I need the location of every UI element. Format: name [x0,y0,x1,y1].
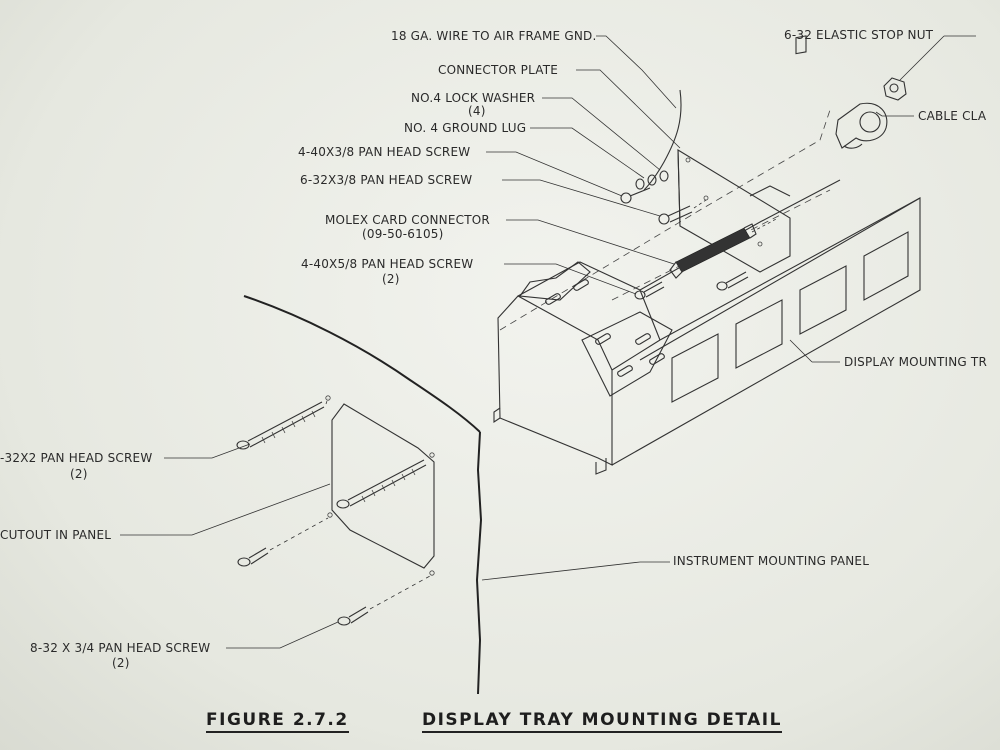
label-screw-440-58-qty: (2) [382,272,400,286]
figure-title: DISPLAY TRAY MOUNTING DETAIL [422,710,782,733]
label-molex-part: (09-50-6105) [362,227,444,241]
label-screw-440-38: 4-40X3/8 PAN HEAD SCREW [298,145,471,159]
long-screw-upper [236,397,329,450]
label-screw-832-34: 8-32 X 3/4 PAN HEAD SCREW [30,641,211,655]
ground-wire [643,89,682,191]
molex-connector [669,217,779,279]
short-screw-lower [337,575,431,626]
label-lock-washer: NO.4 LOCK WASHER [411,91,536,105]
figure-number: FIGURE 2.7.2 [206,710,349,733]
panel-cutout [331,403,435,569]
label-screw-832-2-qty: (2) [70,467,88,481]
display-tray [493,109,921,475]
label-ground-lug: NO. 4 GROUND LUG [404,121,527,135]
label-display-tray: DISPLAY MOUNTING TR [844,355,988,369]
label-screw-440-58: 4-40X5/8 PAN HEAD SCREW [301,257,474,271]
hardware-upper [620,170,707,225]
leader-lines [120,35,976,649]
panel-top-edge [243,295,481,433]
label-stop-nut: 6-32 ELASTIC STOP NUT [784,28,934,42]
panel-vertical-edge [475,431,483,695]
label-wire-gnd: 18 GA. WIRE TO AIR FRAME GND. [391,29,597,43]
cutout-hole [325,395,331,401]
label-screw-632-38: 6-32X3/8 PAN HEAD SCREW [300,173,473,187]
cutout-hole [429,452,435,458]
long-screw-lower [336,459,427,509]
cutout-hole [327,512,333,518]
label-screw-832-2: -32X2 PAN HEAD SCREW [0,451,153,465]
connector-plate [677,35,807,273]
label-cutout: CUTOUT IN PANEL [0,528,112,542]
cable-clamp [835,102,888,149]
screw-440-58 [634,271,749,300]
short-screw-upper [237,517,329,567]
label-lock-washer-qty: (4) [468,104,486,118]
stop-nut [883,77,907,101]
label-instrument-panel: INSTRUMENT MOUNTING PANEL [673,554,870,568]
label-connector-plate: CONNECTOR PLATE [438,63,559,77]
label-molex: MOLEX CARD CONNECTOR [325,213,490,227]
label-screw-832-34-qty: (2) [112,656,130,670]
label-cable-clamp: CABLE CLA [918,109,987,123]
cutout-hole [429,570,435,576]
